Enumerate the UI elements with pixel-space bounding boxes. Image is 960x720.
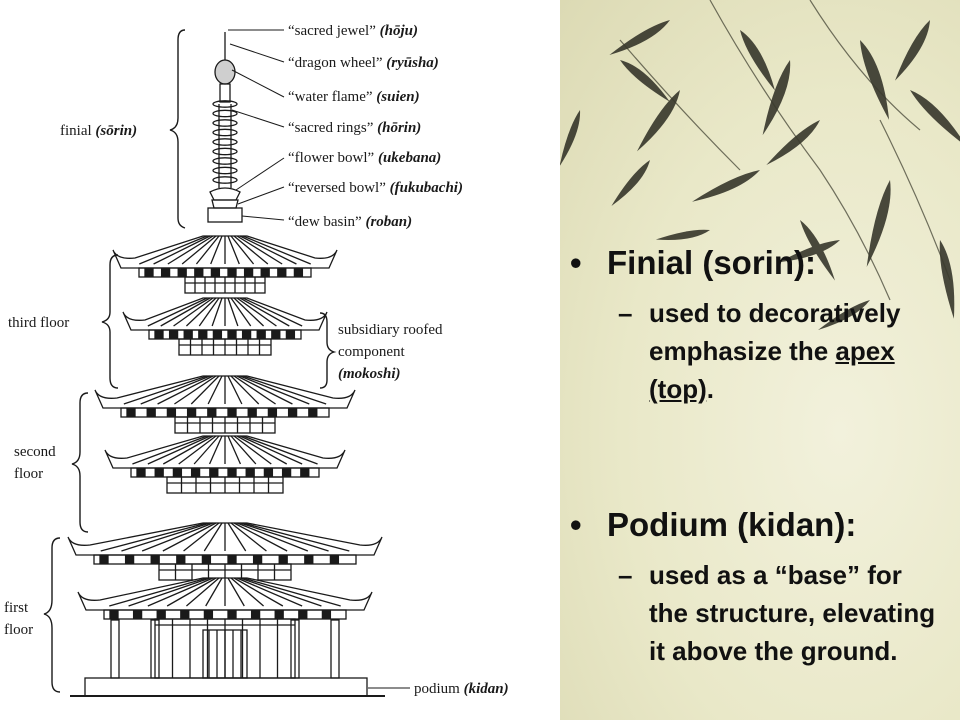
dew-basin <box>208 208 242 222</box>
bamboo-leaf-icon <box>655 227 710 244</box>
svg-text:“dew basin” (roban): “dew basin” (roban) <box>288 214 412 230</box>
sacred-jewel-label: “sacred jewel” <box>288 23 376 39</box>
bamboo-leaf-icon <box>560 109 584 168</box>
podium-bullet: •Podium (kidan): –used as a “base” for t… <box>560 506 960 670</box>
second-floor-brace <box>72 393 88 532</box>
water-flame <box>220 84 230 102</box>
bamboo-leaf-icon <box>609 158 654 209</box>
bamboo-leaf-icon <box>892 18 935 83</box>
bamboo-leaf-icon <box>691 167 763 207</box>
first-floor-brace <box>44 538 60 692</box>
finial-bullet: •Finial (sorin): –used to decoratively e… <box>560 244 960 408</box>
first-floor-label: first floor <box>4 600 33 638</box>
mokoshi-label: subsidiary roofed component (mokoshi) <box>338 322 446 382</box>
bamboo-leaf-icon <box>618 56 673 105</box>
roban-label: (roban) <box>365 214 412 230</box>
suien-label: (suien) <box>376 89 419 105</box>
svg-text:“water flame” (suien): “water flame” (suien) <box>288 89 420 105</box>
fukubachi-label: (fukubachi) <box>390 180 463 196</box>
bamboo-leaf-icon <box>907 86 960 149</box>
podium-base <box>85 678 367 696</box>
second-floor-label: second floor <box>14 444 59 482</box>
water-flame-label: “water flame” <box>288 89 373 105</box>
sacred-rings <box>213 101 237 188</box>
podium-label: podium (kidan) <box>414 681 509 697</box>
pagoda-roofs <box>68 236 382 678</box>
ryusha-label: (ryūsha) <box>386 55 439 71</box>
finial-brace <box>170 30 185 228</box>
bamboo-leaf-icon <box>856 38 896 122</box>
svg-text:“sacred rings” (hōrin): “sacred rings” (hōrin) <box>288 120 421 136</box>
podium-heading: Podium (kidan): <box>607 506 856 543</box>
svg-text:“dragon wheel” (ryūsha): “dragon wheel” (ryūsha) <box>288 55 439 71</box>
bamboo-leaf-icon <box>737 27 780 92</box>
sacred-jewel <box>215 60 235 84</box>
horin-label: (hōrin) <box>377 120 421 136</box>
dew-basin-label: “dew basin” <box>288 214 362 230</box>
hoju-label: (hōju) <box>380 23 418 39</box>
finial-label: finial (sōrin) <box>60 123 137 139</box>
reversed-bowl <box>212 200 238 208</box>
svg-text:“flower bowl” (ukebana): “flower bowl” (ukebana) <box>288 150 441 166</box>
third-floor-brace <box>102 255 118 388</box>
flower-bowl <box>210 188 240 200</box>
ukebana-label: (ukebana) <box>378 150 441 166</box>
bamboo-leaf-icon <box>764 117 823 169</box>
dragon-wheel-label: “dragon wheel” <box>288 55 383 71</box>
flower-bowl-label: “flower bowl” <box>288 150 374 166</box>
pagoda-drawing: “sacred jewel” (hōju) “dragon wheel” (ry… <box>0 0 560 720</box>
svg-text:“reversed bowl” (fukubachi): “reversed bowl” (fukubachi) <box>288 180 463 196</box>
finial-heading: Finial (sorin): <box>607 244 816 281</box>
pagoda-diagram: “sacred jewel” (hōju) “dragon wheel” (ry… <box>0 0 560 720</box>
bamboo-leaf-icon <box>608 17 673 60</box>
text-panel: •Finial (sorin): –used to decoratively e… <box>560 0 960 720</box>
sacred-rings-label: “sacred rings” <box>288 120 373 136</box>
podium-text: used as a “base” for the structure, elev… <box>649 560 935 666</box>
bamboo-leaf-icon <box>634 88 685 155</box>
finial-labels: “sacred jewel” (hōju) “dragon wheel” (ry… <box>288 23 463 230</box>
finial-text: used to decoratively emphasize the apex … <box>649 298 900 404</box>
svg-text:“sacred jewel” (hōju): “sacred jewel” (hōju) <box>288 23 418 39</box>
reversed-bowl-label: “reversed bowl” <box>288 180 386 196</box>
third-floor-label: third floor <box>8 315 69 331</box>
